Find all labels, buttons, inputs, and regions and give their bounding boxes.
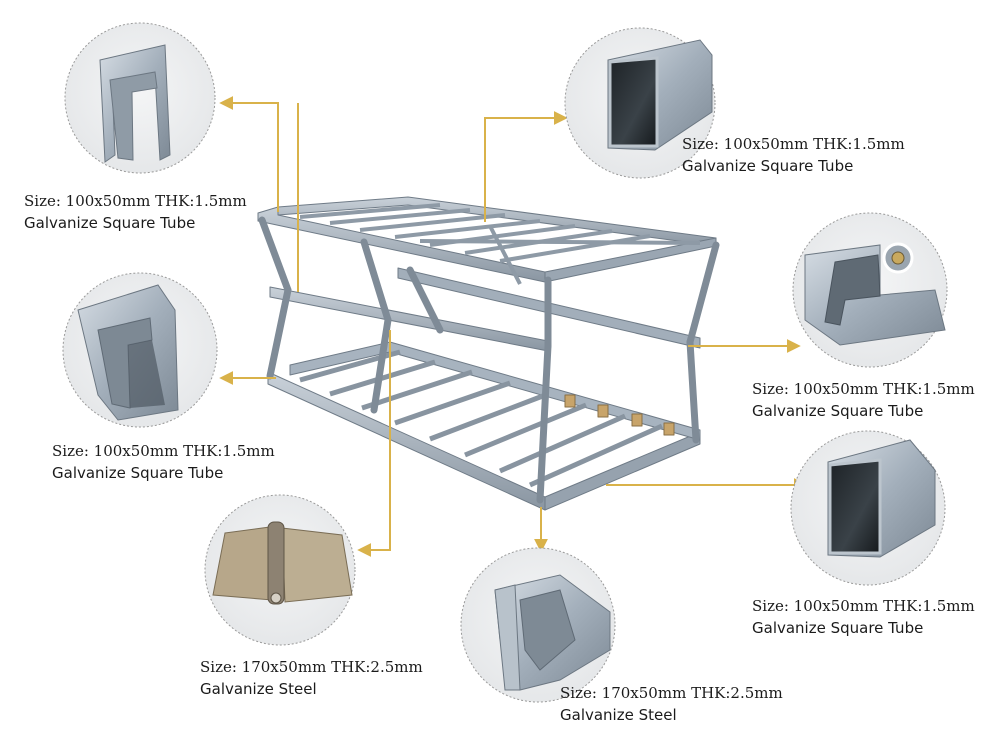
tube-opening [828, 458, 882, 555]
material-text: Galvanize Square Tube [752, 402, 924, 420]
size-text: Size: 100x50mm THK:1.5mm [752, 597, 975, 615]
size-text: Size: 100x50mm THK:1.5mm [52, 442, 275, 460]
callout-line-bottom-left [357, 330, 391, 557]
detail-bubble-mid-left [62, 272, 218, 428]
rack-frame [257, 196, 720, 511]
callout-label-mid-left: Size: 100x50mm THK:1.5mm Galvanize Squar… [52, 440, 275, 484]
detail-bubble-bottom-center [460, 547, 616, 703]
bottom-brackets [564, 394, 675, 436]
material-text: Galvanize Steel [200, 680, 317, 698]
legs [258, 216, 720, 504]
callout-label-top-left: Size: 100x50mm THK:1.5mm Galvanize Squar… [24, 190, 247, 234]
size-text: Size: 100x50mm THK:1.5mm [24, 192, 247, 210]
size-text: Size: 170x50mm THK:2.5mm [200, 658, 423, 676]
detail-bubble-top-right [564, 27, 716, 179]
callout-label-top-right: Size: 100x50mm THK:1.5mm Galvanize Squar… [682, 133, 905, 177]
callout-line-top-left [219, 96, 279, 212]
detail-bubble-low-right [790, 430, 946, 586]
material-text: Galvanize Square Tube [682, 157, 854, 175]
tube-opening [608, 56, 659, 148]
size-text: Size: 170x50mm THK:2.5mm [560, 684, 783, 702]
callout-label-bottom-left: Size: 170x50mm THK:2.5mm Galvanize Steel [200, 656, 423, 700]
detail-bubble-top-left [64, 22, 216, 174]
detail-bubble-mid-right [792, 212, 948, 368]
callout-lines [219, 96, 808, 557]
material-text: Galvanize Square Tube [52, 464, 224, 482]
material-text: Galvanize Square Tube [752, 619, 924, 637]
material-text: Galvanize Square Tube [24, 214, 196, 232]
hinge-right-plate [281, 527, 353, 603]
hinge-knuckle [267, 521, 285, 605]
detail-bubble-bottom-left [204, 494, 356, 646]
bottom-right-rail [544, 431, 701, 511]
size-text: Size: 100x50mm THK:1.5mm [752, 380, 975, 398]
callout-label-mid-right: Size: 100x50mm THK:1.5mm Galvanize Squar… [752, 378, 975, 422]
top-slats [299, 203, 701, 285]
bottom-slats [299, 349, 664, 488]
callout-label-bottom-center: Size: 170x50mm THK:2.5mm Galvanize Steel [560, 682, 783, 726]
callout-line-top-right [484, 111, 568, 222]
size-text: Size: 100x50mm THK:1.5mm [682, 135, 905, 153]
material-text: Galvanize Steel [560, 706, 677, 724]
callout-label-low-right: Size: 100x50mm THK:1.5mm Galvanize Squar… [752, 595, 975, 639]
hinge-pin [270, 592, 282, 604]
